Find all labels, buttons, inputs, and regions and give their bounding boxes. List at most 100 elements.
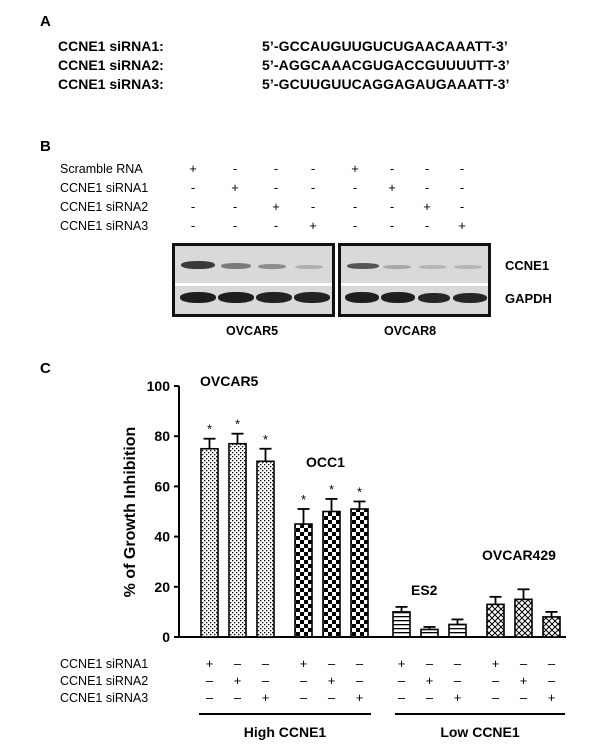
treatment-sign: - bbox=[389, 199, 395, 214]
y-tick-label: 100 bbox=[147, 378, 171, 394]
treatment-sign: + bbox=[299, 656, 308, 671]
treatment-sign: - bbox=[459, 180, 465, 195]
treatment-sign: + bbox=[261, 690, 270, 705]
treatment-sign: + bbox=[397, 656, 406, 671]
treatment-sign: - bbox=[232, 161, 238, 176]
group-label: ES2 bbox=[411, 582, 438, 598]
treatment-sign: – bbox=[425, 656, 434, 671]
cell-line-label-ovcar8: OVCAR8 bbox=[384, 324, 437, 338]
ccne1-band bbox=[454, 265, 482, 269]
treatment-sign: – bbox=[453, 673, 462, 688]
gapdh-band bbox=[218, 292, 254, 303]
group-label: OVCAR5 bbox=[200, 373, 259, 389]
treatment-sign: - bbox=[232, 199, 238, 214]
y-tick-label: 20 bbox=[154, 579, 170, 595]
treatment-sign: + bbox=[233, 673, 242, 688]
sirna-sequence: 5’-GCUUGUUCAGGAGAUGAAATT-3’ bbox=[262, 76, 510, 92]
treatment-sign: - bbox=[352, 218, 358, 233]
treatment-sign: – bbox=[205, 673, 214, 688]
gapdh-band bbox=[294, 292, 330, 303]
treatment-sign: - bbox=[310, 199, 316, 214]
treatment-sign: - bbox=[190, 218, 196, 233]
treatment-sign: – bbox=[547, 673, 556, 688]
bar bbox=[294, 523, 313, 638]
treatment-sign: – bbox=[261, 656, 270, 671]
ccne1-band bbox=[347, 263, 379, 269]
treatment-sign: – bbox=[425, 690, 434, 705]
treatment-sign: + bbox=[519, 673, 528, 688]
treatment-label: CCNE1 siRNA1 bbox=[60, 181, 149, 195]
treatment-label: CCNE1 siRNA3 bbox=[60, 219, 149, 233]
treatment-sign: - bbox=[352, 180, 358, 195]
treatment-label: CCNE1 siRNA2 bbox=[60, 674, 149, 688]
treatment-sign: - bbox=[424, 218, 430, 233]
treatment-sign: – bbox=[299, 690, 308, 705]
treatment-sign: - bbox=[190, 199, 196, 214]
treatment-sign: + bbox=[205, 656, 214, 671]
bar bbox=[448, 623, 467, 638]
y-tick-label: 80 bbox=[154, 428, 170, 444]
treatment-sign: – bbox=[519, 690, 528, 705]
group-label: OCC1 bbox=[306, 454, 345, 470]
treatment-label: CCNE1 siRNA3 bbox=[60, 691, 149, 705]
treatment-sign: - bbox=[389, 218, 395, 233]
treatment-sign: - bbox=[273, 180, 279, 195]
treatment-sign: - bbox=[424, 180, 430, 195]
treatment-label: CCNE1 siRNA1 bbox=[60, 657, 149, 671]
treatment-sign: + bbox=[453, 690, 462, 705]
treatment-label: Scramble RNA bbox=[60, 162, 143, 176]
panel-a-label: A bbox=[40, 13, 51, 30]
bar bbox=[350, 508, 369, 638]
significance-asterisk: * bbox=[207, 422, 212, 437]
treatment-sign: + bbox=[423, 199, 431, 214]
treatment-sign: - bbox=[273, 218, 279, 233]
ccne1-band bbox=[258, 264, 286, 269]
treatment-sign: - bbox=[232, 218, 238, 233]
significance-asterisk: * bbox=[301, 492, 306, 507]
significance-asterisk: * bbox=[263, 432, 268, 447]
treatment-sign: – bbox=[327, 690, 336, 705]
significance-asterisk: * bbox=[357, 484, 362, 499]
bar bbox=[542, 616, 561, 638]
ccne1-band bbox=[221, 263, 251, 269]
treatment-sign: – bbox=[397, 673, 406, 688]
high-ccne1-label: High CCNE1 bbox=[244, 724, 327, 740]
y-tick-label: 0 bbox=[162, 629, 170, 645]
panel-c-label: C bbox=[40, 360, 51, 377]
treatment-sign: - bbox=[459, 199, 465, 214]
treatment-sign: + bbox=[189, 161, 197, 176]
gapdh-band bbox=[381, 292, 415, 303]
sirna-name: CCNE1 siRNA2: bbox=[58, 57, 164, 73]
significance-asterisk: * bbox=[235, 417, 240, 432]
treatment-sign: - bbox=[389, 161, 395, 176]
group-label: OVCAR429 bbox=[482, 547, 556, 563]
panel-b-label: B bbox=[40, 138, 51, 155]
treatment-sign: - bbox=[310, 180, 316, 195]
treatment-sign: – bbox=[491, 690, 500, 705]
gapdh-band-label: GAPDH bbox=[505, 291, 552, 306]
treatment-sign: – bbox=[547, 656, 556, 671]
ccne1-band bbox=[295, 265, 323, 269]
low-ccne1-label: Low CCNE1 bbox=[440, 724, 520, 740]
ccne1-band bbox=[383, 265, 411, 269]
sirna-sequence: 5’-AGGCAAACGUGACCGUUUUTT-3’ bbox=[262, 57, 510, 73]
gapdh-band bbox=[256, 292, 292, 303]
treatment-sign: + bbox=[231, 180, 239, 195]
ccne1-band bbox=[181, 261, 215, 269]
bar bbox=[514, 598, 533, 638]
treatment-sign: – bbox=[327, 656, 336, 671]
treatment-sign: + bbox=[491, 656, 500, 671]
treatment-sign: - bbox=[273, 161, 279, 176]
bar bbox=[256, 460, 275, 638]
treatment-sign: – bbox=[233, 690, 242, 705]
gapdh-band bbox=[180, 292, 216, 303]
treatment-sign: – bbox=[355, 656, 364, 671]
sirna-name: CCNE1 siRNA3: bbox=[58, 76, 164, 92]
treatment-sign: – bbox=[519, 656, 528, 671]
treatment-sign: – bbox=[233, 656, 242, 671]
treatment-sign: - bbox=[424, 161, 430, 176]
sirna-sequence: 5’-GCCAUGUUGUCUGAACAAATT-3’ bbox=[262, 38, 508, 54]
treatment-sign: + bbox=[327, 673, 336, 688]
treatment-sign: + bbox=[309, 218, 317, 233]
